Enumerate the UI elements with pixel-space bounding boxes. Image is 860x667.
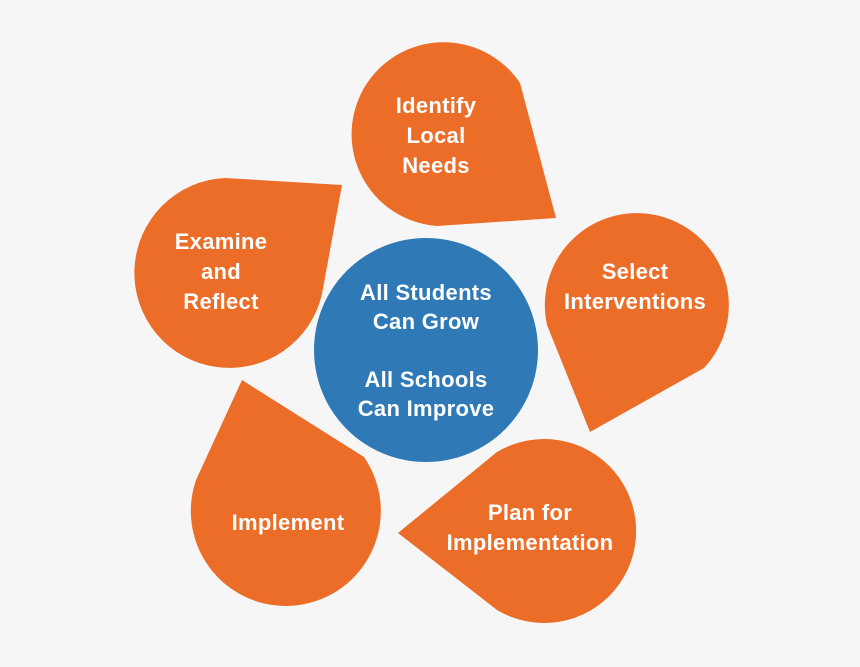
center-line-3: All Schools <box>364 366 488 392</box>
petal-identify-local-needs <box>351 42 556 226</box>
step-1-line-1: Identify <box>395 92 477 118</box>
step-2-line-1: Select <box>601 259 669 284</box>
step-label-select-interventions: Select Interventions <box>540 255 730 319</box>
step-4-line-1: Implement <box>231 510 345 535</box>
step-label-examine-and-reflect: Examine and Reflect <box>131 224 311 319</box>
center-circle <box>314 238 538 462</box>
step-5-line-3: Reflect <box>183 288 259 314</box>
step-label-identify-local-needs: Identify Local Needs <box>346 88 526 183</box>
step-5-line-2: and <box>200 258 241 284</box>
step-3-line-1: Plan for <box>487 500 573 525</box>
step-3-line-2: Implementation <box>446 530 614 555</box>
step-5-line-1: Examine <box>174 228 268 254</box>
petal-select-interventions <box>544 213 729 432</box>
step-label-plan-for-implementation: Plan for Implementation <box>420 496 640 560</box>
step-label-implement: Implement <box>198 505 378 541</box>
petal-implement <box>190 380 381 606</box>
center-label: All Students Can Grow All Schools Can Im… <box>316 240 536 460</box>
petal-plan-for-implementation <box>398 439 637 623</box>
step-1-line-2: Local <box>406 122 466 148</box>
center-line-4: Can Improve <box>357 395 495 421</box>
step-1-line-3: Needs <box>402 152 470 178</box>
petal-examine-and-reflect <box>134 178 342 368</box>
center-line-2: Can Grow <box>372 308 480 334</box>
center-line-1: All Students <box>360 279 492 305</box>
step-2-line-2: Interventions <box>563 289 707 314</box>
